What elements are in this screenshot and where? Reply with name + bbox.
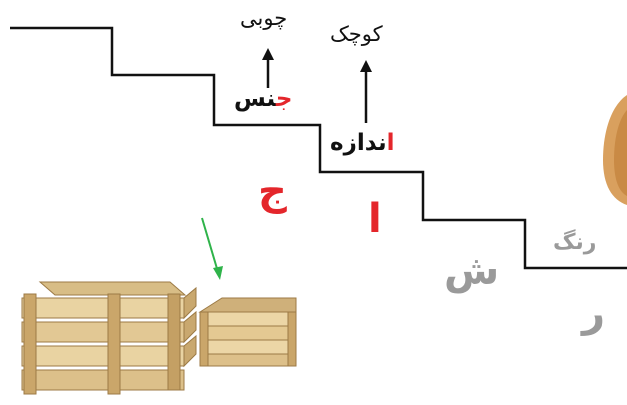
staircase-line <box>10 26 627 270</box>
word-size: اندازه <box>330 130 395 156</box>
word-size-rest: ندازه <box>330 130 387 156</box>
partial-brown-object-icon <box>603 95 627 205</box>
word-color-text: رنگ <box>553 230 597 255</box>
word-size-highlight: ا <box>386 130 395 156</box>
word-small: کوچک <box>330 22 383 46</box>
letter-jim: ج <box>258 168 287 214</box>
word-material-highlight: ج <box>275 86 293 112</box>
word-wooden-text: چوبی <box>240 6 288 30</box>
word-color: رنگ <box>553 230 596 255</box>
word-material-rest: نس <box>234 86 276 112</box>
letter-re-text: ر <box>582 290 606 336</box>
green-pointer-arrow-icon <box>201 217 223 280</box>
word-wooden: چوبی <box>240 6 287 30</box>
arrow-up-icon <box>262 48 274 88</box>
arrow-up-icon <box>360 60 372 123</box>
small-wooden-crate-icon <box>198 297 297 367</box>
letter-shin: ش <box>444 248 499 294</box>
word-material: جنس <box>234 86 292 112</box>
letter-shin-text: ش <box>444 248 500 294</box>
letter-re: ر <box>582 290 605 336</box>
letter-alef-text: ا <box>368 196 382 242</box>
word-small-text: کوچک <box>330 22 383 46</box>
letter-jim-text: ج <box>258 168 287 214</box>
large-wooden-crate-icon <box>21 281 197 395</box>
letter-alef: ا <box>368 196 382 242</box>
